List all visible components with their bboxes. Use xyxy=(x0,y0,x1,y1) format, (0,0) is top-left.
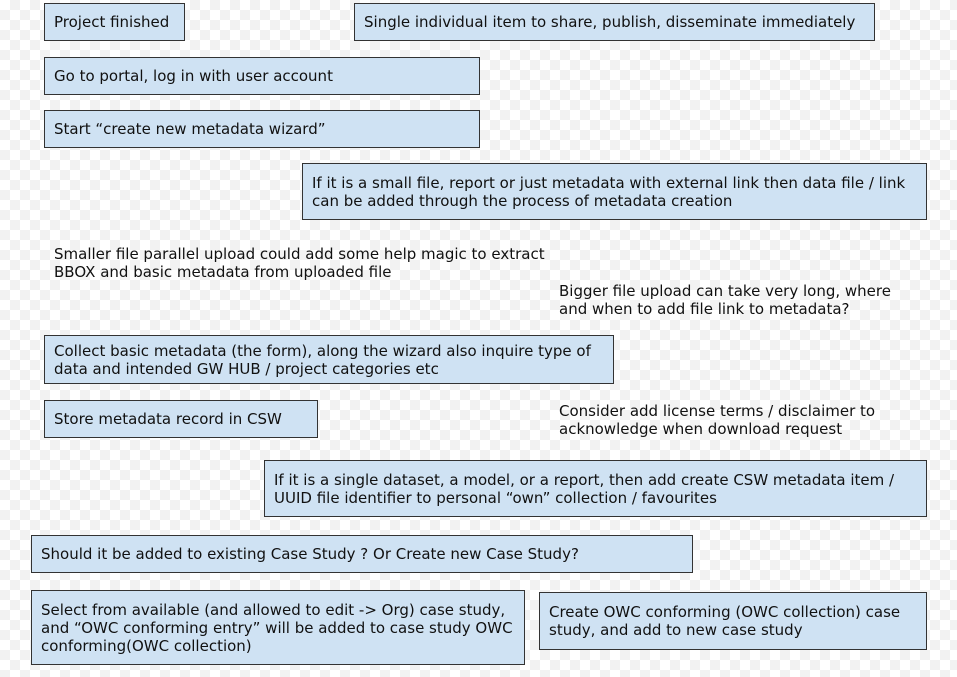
step-label: Start “create new metadata wizard” xyxy=(54,120,326,138)
note-parallel-upload: Smaller file parallel upload could add s… xyxy=(54,245,545,281)
step-label: If it is a single dataset, a model, or a… xyxy=(274,470,895,507)
step-label: Go to portal, log in with user account xyxy=(54,67,333,85)
step-label: Collect basic metadata (the form), along… xyxy=(54,341,591,378)
step-case-study-question: Should it be added to existing Case Stud… xyxy=(31,535,693,573)
step-label: Project finished xyxy=(54,13,170,31)
step-store-record: Store metadata record in CSW xyxy=(44,400,318,438)
step-single-dataset: If it is a single dataset, a model, or a… xyxy=(264,460,927,517)
step-single-item: Single individual item to share, publish… xyxy=(354,3,875,41)
step-label: Single individual item to share, publish… xyxy=(364,13,856,31)
note-license-terms: Consider add license terms / disclaimer … xyxy=(559,402,876,438)
step-project-finished: Project finished xyxy=(44,3,185,41)
note-bigger-upload: Bigger file upload can take very long, w… xyxy=(559,282,891,318)
step-label: Store metadata record in CSW xyxy=(54,410,282,428)
step-create-new-case-study: Create OWC conforming (OWC collection) c… xyxy=(539,592,927,650)
step-collect-metadata: Collect basic metadata (the form), along… xyxy=(44,335,614,384)
step-label: Create OWC conforming (OWC collection) c… xyxy=(549,603,901,639)
step-label: Select from available (and allowed to ed… xyxy=(41,600,513,655)
step-go-to-portal: Go to portal, log in with user account xyxy=(44,57,480,95)
step-label: Should it be added to existing Case Stud… xyxy=(41,545,579,563)
step-label: If it is a small file, report or just me… xyxy=(312,173,906,210)
step-select-existing-case-study: Select from available (and allowed to ed… xyxy=(31,590,525,665)
step-start-wizard: Start “create new metadata wizard” xyxy=(44,110,480,148)
step-small-file: If it is a small file, report or just me… xyxy=(302,163,927,220)
